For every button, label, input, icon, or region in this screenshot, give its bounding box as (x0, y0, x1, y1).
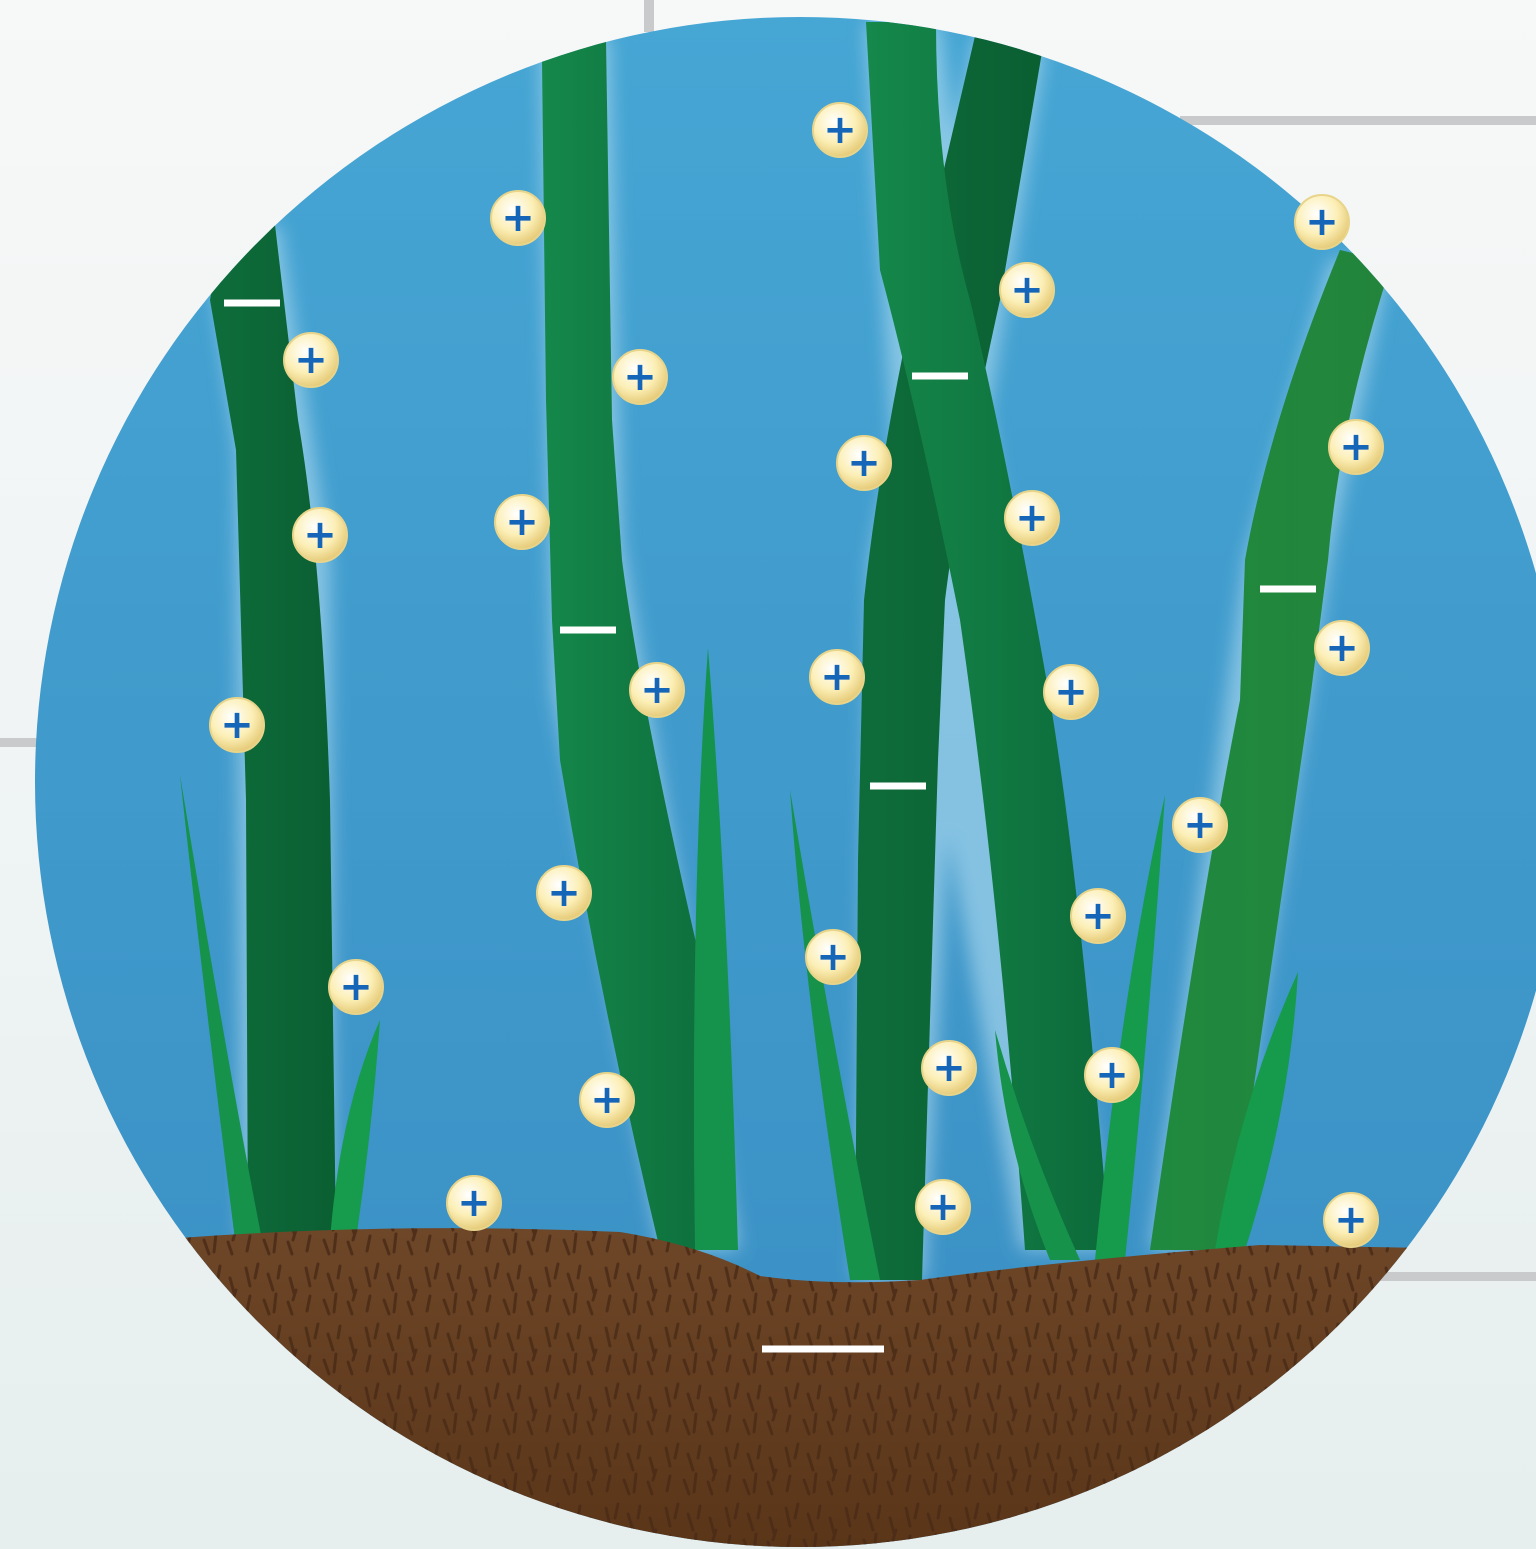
positive-ion-icon: + (837, 436, 891, 490)
positive-ion-symbol: + (590, 1077, 624, 1123)
positive-ion-symbol: + (220, 702, 254, 748)
positive-ion-icon: + (495, 495, 549, 549)
positive-ion-symbol: + (1183, 802, 1217, 848)
positive-ion-icon: + (810, 650, 864, 704)
positive-ion-icon: + (447, 1176, 501, 1230)
positive-ion-icon: + (1173, 798, 1227, 852)
positive-ion-symbol: + (640, 667, 674, 713)
positive-ion-symbol: + (1015, 495, 1049, 541)
positive-ion-symbol: + (932, 1045, 966, 1091)
positive-ion-icon: + (1005, 491, 1059, 545)
positive-ion-icon: + (537, 866, 591, 920)
positive-ion-icon: + (1315, 621, 1369, 675)
positive-ion-symbol: + (1095, 1052, 1129, 1098)
positive-ion-symbol: + (457, 1180, 491, 1226)
positive-ion-icon: + (922, 1041, 976, 1095)
positive-ion-symbol: + (623, 354, 657, 400)
positive-ion-symbol: + (1081, 893, 1115, 939)
positive-ion-icon: + (580, 1073, 634, 1127)
positive-ion-icon: + (1085, 1048, 1139, 1102)
positive-ion-icon: + (630, 663, 684, 717)
positive-ion-icon: + (1000, 263, 1054, 317)
positive-ion-symbol: + (820, 654, 854, 700)
positive-ion-icon: + (613, 350, 667, 404)
positive-ion-symbol: + (339, 964, 373, 1010)
positive-ion-icon: + (293, 508, 347, 562)
positive-ion-symbol: + (294, 337, 328, 383)
positive-ion-icon: + (329, 960, 383, 1014)
positive-ion-symbol: + (505, 499, 539, 545)
positive-ion-symbol: + (1334, 1197, 1368, 1243)
positive-ion-symbol: + (926, 1184, 960, 1230)
positive-ion-icon: + (1329, 420, 1383, 474)
positive-ion-symbol: + (823, 107, 857, 153)
positive-ion-symbol: + (1339, 424, 1373, 470)
positive-ion-icon: + (1044, 665, 1098, 719)
positive-ion-symbol: + (816, 934, 850, 980)
positive-ion-icon: + (1324, 1193, 1378, 1247)
positive-ion-symbol: + (1010, 267, 1044, 313)
positive-ion-icon: + (813, 103, 867, 157)
positive-ion-icon: + (916, 1180, 970, 1234)
positive-ion-icon: + (284, 333, 338, 387)
positive-ion-symbol: + (1325, 625, 1359, 671)
positive-ion-icon: + (210, 698, 264, 752)
positive-ion-symbol: + (1305, 199, 1339, 245)
positive-ion-symbol: + (1054, 669, 1088, 715)
positive-ion-symbol: + (547, 870, 581, 916)
positive-ion-icon: + (1295, 195, 1349, 249)
positive-ion-symbol: + (501, 195, 535, 241)
positive-ion-symbol: + (303, 512, 337, 558)
positive-ion-symbol: + (847, 440, 881, 486)
positive-ion-icon: + (1071, 889, 1125, 943)
positive-ion-icon: + (491, 191, 545, 245)
positive-ion-icon: + (806, 930, 860, 984)
